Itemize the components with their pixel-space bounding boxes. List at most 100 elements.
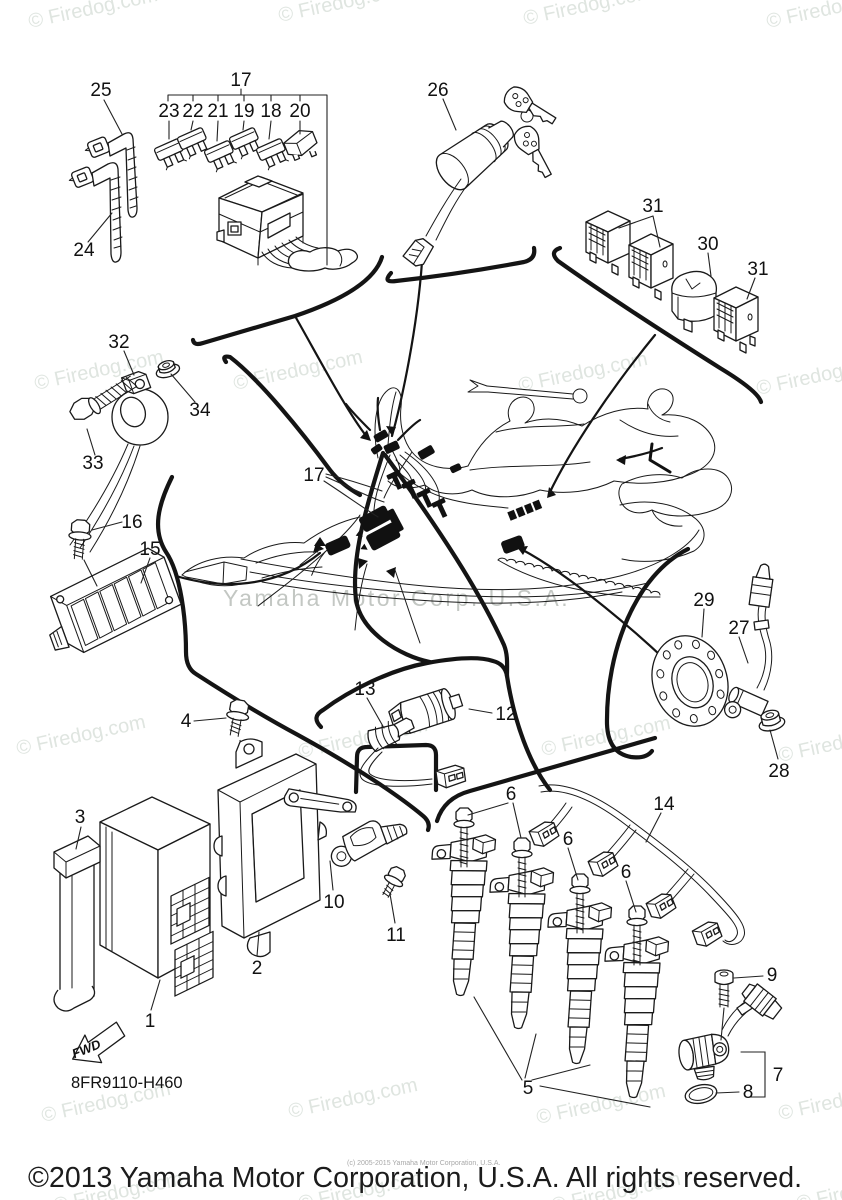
part-label-23: 23 [158, 101, 179, 122]
gasket-8 [684, 1083, 718, 1105]
part-label-17: 17 [303, 465, 324, 486]
part-label-33: 33 [82, 453, 103, 474]
ecu-illustration [99, 796, 214, 997]
cable-tie-25 [84, 132, 139, 218]
horn-illustration [69, 371, 169, 553]
coil-set [431, 834, 670, 1099]
part-label-28: 28 [768, 761, 789, 782]
bolt-16 [68, 519, 92, 560]
part-label-16: 16 [121, 512, 142, 533]
bolt-9 [714, 969, 734, 1008]
copyright-main: ©2013 Yamaha Motor Corporation, U.S.A. A… [28, 1162, 802, 1194]
part-label-6: 6 [563, 829, 574, 850]
part-label-2: 2 [252, 958, 263, 979]
main-switch-illustration [402, 86, 557, 267]
part-label-1: 1 [145, 1011, 156, 1032]
harness-connector-cluster [311, 505, 525, 576]
firedog-watermark: © Firedog.com [764, 0, 842, 33]
connector-13-end [435, 764, 467, 789]
firedog-watermark: © Firedog.com [534, 1080, 667, 1129]
diagram-artwork [49, 86, 786, 1108]
key-2 [513, 125, 552, 179]
bracket-2-illustration [213, 738, 328, 958]
part-label-31: 31 [642, 196, 663, 217]
relay-30 [671, 270, 718, 333]
firedog-watermark: © Firedog.com [276, 0, 409, 27]
bolt-11 [382, 865, 406, 898]
part-label-11: 11 [386, 925, 406, 946]
harness-clips [386, 469, 448, 518]
hull-illustration [181, 379, 732, 607]
part-label-12: 12 [495, 704, 516, 725]
deck-wire [648, 442, 672, 474]
firedog-watermark: © Firedog.com [286, 1074, 419, 1123]
part-label-27: 27 [728, 618, 749, 639]
drawing-number: 8FR9110-H460 [71, 1074, 183, 1092]
firedog-watermark: © Firedog.com [14, 711, 147, 760]
part-label-14: 14 [653, 794, 675, 815]
part-label-9: 9 [767, 965, 778, 986]
part-label-4: 4 [181, 711, 192, 732]
part-label-34: 34 [189, 400, 211, 421]
sensor-7-illustration [678, 983, 783, 1081]
coil-bolt-set [453, 807, 648, 966]
part-label-6: 6 [506, 784, 517, 805]
part-label-30: 30 [697, 234, 718, 255]
part-label-29: 29 [693, 590, 714, 611]
part-label-25: 25 [90, 80, 111, 101]
wire-13 [359, 747, 433, 787]
part-label-18: 18 [260, 101, 281, 122]
part-label-17: 17 [230, 70, 251, 91]
rotor-29-illustration [651, 635, 729, 727]
nut-28 [758, 709, 786, 732]
strap-3-illustration [53, 835, 101, 1012]
sensor-10-illustration [283, 788, 408, 867]
firedog-watermark: © Firedog.com [26, 0, 159, 33]
part-label-5: 5 [523, 1078, 534, 1099]
harness-connector-row [507, 499, 543, 521]
part-label-8: 8 [743, 1082, 754, 1103]
part-label-15: 15 [139, 539, 160, 560]
bolt-4 [226, 698, 250, 737]
leader-lines [75, 88, 779, 1108]
part-label-3: 3 [75, 807, 86, 828]
bolt-33 [69, 375, 138, 420]
copyright-small: (c) 2005-2015 Yamaha Motor Corporation, … [347, 1160, 500, 1167]
wire-bundle-end [287, 247, 359, 272]
pickup-27-illustration [723, 563, 774, 719]
nut-34 [155, 359, 181, 379]
rectifier-illustration [49, 547, 182, 654]
fwd-arrow [71, 1021, 126, 1064]
harness-14-illustration [528, 784, 746, 947]
part-label-13: 13 [354, 679, 375, 700]
connector-13-illustration [367, 717, 415, 753]
part-label-7: 7 [773, 1065, 784, 1086]
part-label-26: 26 [427, 80, 448, 101]
part-label-19: 19 [233, 101, 254, 122]
firedog-watermark: © Firedog.com [231, 346, 364, 395]
gasket-8-inner [688, 1087, 714, 1101]
cable-tie-24 [68, 162, 123, 263]
fuse-20-box [283, 129, 318, 161]
firedog-watermark: © Firedog.com [521, 0, 654, 30]
part-label-24: 24 [73, 240, 95, 261]
harness-trunk-curves [155, 245, 764, 833]
firedog-watermark: © Firedog.com [754, 351, 842, 400]
firedog-watermark: © Firedog.com [776, 1076, 842, 1125]
fuse-set [153, 127, 318, 173]
part-label-10: 10 [323, 892, 344, 913]
key-1 [503, 86, 557, 125]
part-label-6: 6 [621, 862, 632, 883]
relay-set [585, 210, 759, 354]
footer-texts: FWD 8FR9110-H460 (c) 2005-2015 Yamaha Mo… [28, 1036, 802, 1194]
part-label-20: 20 [289, 101, 310, 122]
part-label-32: 32 [108, 332, 129, 353]
part-label-31: 31 [747, 259, 768, 280]
part-label-21: 21 [207, 101, 228, 122]
firedog-watermark: © Firedog.com [776, 718, 842, 767]
harness-hub-connectors [344, 396, 462, 474]
fuse-box-illustration [216, 175, 359, 272]
